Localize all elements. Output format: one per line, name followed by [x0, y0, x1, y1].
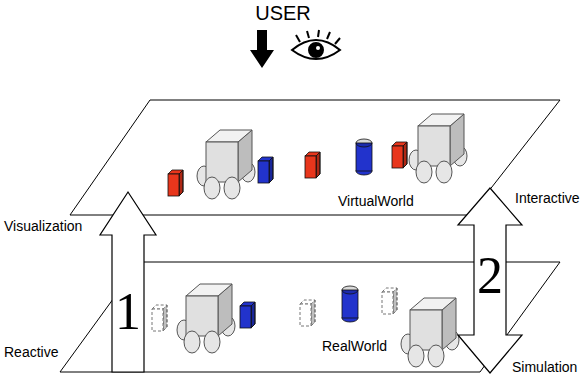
eye-icon — [292, 30, 340, 59]
flow-label: Simulation — [512, 359, 577, 375]
flow-label: Visualization — [4, 218, 82, 234]
interaction-arrow — [458, 188, 522, 373]
plane-label: RealWorld — [322, 338, 387, 354]
callout-number: 1 — [115, 282, 141, 342]
real-world-objects — [152, 284, 459, 367]
callout-number: 2 — [477, 246, 503, 306]
user-arrow — [250, 30, 274, 68]
plane-label: VirtualWorld — [338, 193, 414, 209]
virtual-world-objects — [168, 114, 467, 199]
flow-label: Interactive — [515, 190, 580, 206]
visualization-arrow — [100, 192, 156, 372]
flow-label: Reactive — [4, 344, 58, 360]
user-label: USER — [255, 2, 311, 25]
